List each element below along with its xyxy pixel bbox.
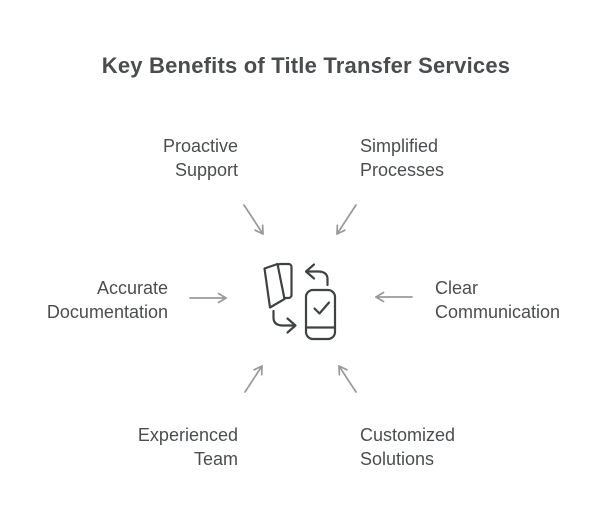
curved-arrow-left-icon (305, 270, 329, 287)
arrow-up-right-icon (244, 365, 263, 393)
benefit-label-proactive-support: Proactive Support (162, 136, 238, 180)
benefit-label-clear-communication: Clear Communication (435, 278, 561, 322)
benefit-label-experienced-team: Experienced Team (137, 425, 238, 469)
curved-arrow-left-head (304, 263, 316, 280)
open-folder-back-panel (276, 262, 293, 300)
arrow-down-left-icon (336, 204, 357, 235)
arrow-up-left-icon (338, 365, 357, 393)
benefit-label-simplified-processes: Simplified Processes (360, 136, 445, 180)
benefit-label-customized-solutions: Customized Solutions (360, 425, 456, 469)
document-transfer-icon (263, 262, 337, 341)
curved-arrow-right-icon (272, 309, 296, 327)
checkmark-icon (313, 301, 331, 315)
page-title: Key Benefits of Title Transfer Services (101, 53, 511, 78)
benefit-label-accurate-documentation: Accurate Documentation (46, 278, 168, 322)
open-folder-front-flap (263, 262, 286, 309)
card-shape (304, 288, 337, 341)
curved-arrow-right-head (286, 317, 297, 334)
arrow-down-right-icon (243, 204, 264, 235)
